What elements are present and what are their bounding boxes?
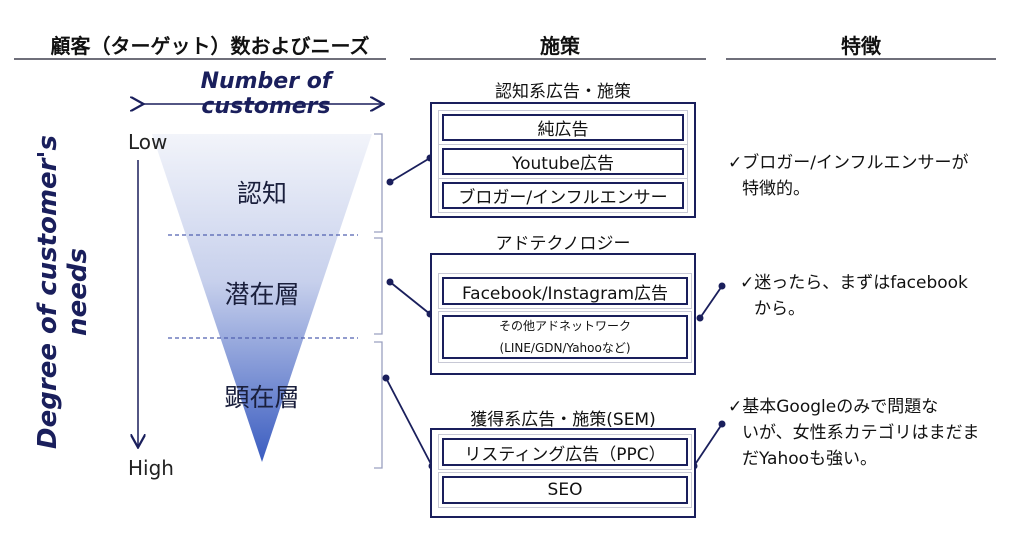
group-awareness-box: 純広告 Youtube広告 ブロガー/インフルエンサー	[430, 102, 696, 218]
other-adnetworks-line1: その他アドネットワーク	[498, 319, 631, 333]
axis-left-label-line1: Degree of customer's	[33, 135, 63, 449]
feature-awareness-line1: ✓ブロガー/インフルエンサーが	[728, 153, 969, 173]
feature-adtech-line1: ✓迷ったら、まずはfacebook	[740, 273, 968, 293]
axis-top-label: Number of customers	[200, 69, 332, 119]
connector-feature-2	[696, 282, 726, 322]
measure-display-ads: 純広告	[442, 114, 684, 141]
bracket-awareness	[374, 133, 383, 233]
group-sem-box: リスティング広告（PPC） SEO	[430, 428, 696, 518]
measure-seo: SEO	[442, 476, 688, 504]
measure-youtube-ads: Youtube広告	[442, 148, 684, 175]
measure-facebook-instagram: Facebook/Instagram広告	[442, 277, 688, 305]
axis-left-label: Degree of customer's needs	[33, 127, 97, 457]
header-features-underline	[726, 58, 996, 60]
group-awareness-title: 認知系広告・施策	[495, 82, 631, 102]
feature-sem-line3: だYahooも強い。	[742, 449, 878, 469]
connector-awareness	[386, 154, 434, 186]
funnel-stage-latent: 潜在層	[224, 280, 300, 309]
funnel-triangle	[152, 134, 372, 462]
header-customers-underline	[14, 58, 386, 60]
measure-influencer: ブロガー/インフルエンサー	[442, 182, 684, 209]
feature-sem: ✓基本Googleのみで問題な いが、女性系カテゴリはまだま だYahooも強い…	[728, 394, 1008, 472]
measure-listing-ads: リスティング広告（PPC）	[442, 438, 688, 466]
header-features: 特徴	[841, 34, 881, 58]
feature-awareness: ✓ブロガー/インフルエンサーが 特徴的。	[728, 150, 998, 202]
group-sem-title: 獲得系広告・施策(SEM)	[470, 410, 656, 430]
axis-high-label: High	[128, 456, 174, 480]
group-adtech-title: アドテクノロジー	[495, 234, 631, 254]
header-customers: 顧客（ターゲット）数およびニーズ	[50, 34, 370, 58]
feature-awareness-line2: 特徴的。	[742, 179, 810, 199]
measure-other-adnetworks: その他アドネットワーク (LINE/GDN/Yahooなど)	[442, 315, 688, 359]
axis-left-label-line2: needs	[63, 248, 93, 336]
feature-adtech-line2: から。	[754, 299, 805, 319]
other-adnetworks-line2: (LINE/GDN/Yahooなど)	[499, 341, 631, 355]
feature-sem-line2: いが、女性系カテゴリはまだま	[742, 423, 980, 443]
bracket-latent	[374, 237, 383, 335]
header-measures-underline	[410, 58, 706, 60]
bracket-manifest	[374, 341, 383, 469]
header-measures: 施策	[540, 34, 580, 58]
funnel-stage-manifest: 顕在層	[224, 383, 300, 412]
funnel-stage-awareness: 認知	[236, 179, 287, 208]
axis-low-label: Low	[128, 130, 168, 154]
group-adtech-box: Facebook/Instagram広告 その他アドネットワーク (LINE/G…	[430, 253, 696, 375]
feature-sem-line1: ✓基本Googleのみで問題な	[728, 397, 939, 417]
connector-manifest	[382, 374, 436, 470]
feature-adtech: ✓迷ったら、まずはfacebook から。	[740, 270, 1010, 322]
connector-latent	[386, 278, 434, 318]
